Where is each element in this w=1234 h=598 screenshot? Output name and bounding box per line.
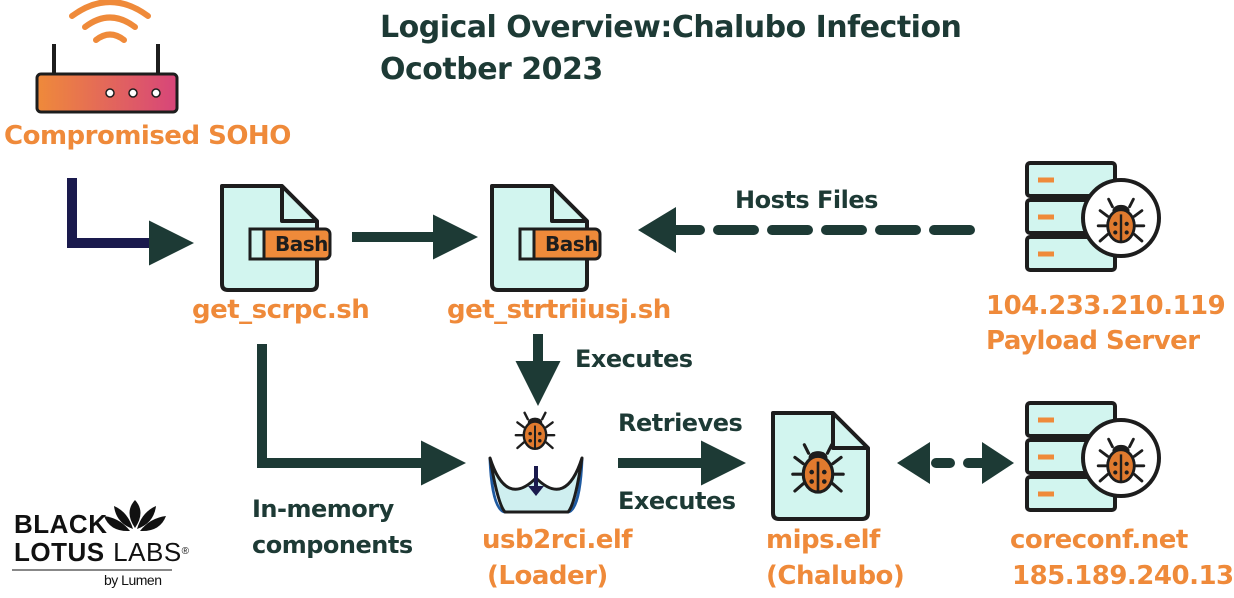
loader-bug-icon xyxy=(488,411,584,514)
edge-label-executes-1: Executes xyxy=(575,345,693,373)
router-icon xyxy=(35,0,179,114)
lotus-logo-icon xyxy=(104,500,166,532)
server-bug-icon xyxy=(1025,401,1161,512)
arrow-c2-bidirectional-left-head xyxy=(897,442,930,484)
edge-label-in-memory-2: components xyxy=(252,531,413,559)
logo-tagline: by Lumen xyxy=(104,572,162,588)
arrow-in-memory xyxy=(257,344,466,486)
edge-label-hosts-files: Hosts Files xyxy=(735,186,878,214)
logo-black: BLACK xyxy=(14,509,108,539)
edge-label-in-memory-1: In-memory xyxy=(252,495,394,523)
title-line-1: Logical Overview:Chalubo Infection xyxy=(380,10,962,45)
arrow-hosts-files-head xyxy=(638,207,676,253)
logo-labs: LABS xyxy=(113,537,182,567)
payload-server-label: Payload Server xyxy=(986,326,1200,356)
logo-lotus: LOTUS xyxy=(14,537,105,567)
bash-badge-label: Bash xyxy=(545,232,598,256)
bug-file-icon xyxy=(771,411,870,521)
edge-label-executes-2: Executes xyxy=(618,487,736,515)
server-bug-icon xyxy=(1025,161,1161,272)
payload-server-ip: 104.233.210.119 xyxy=(986,291,1226,321)
bash-file-icon xyxy=(490,184,602,292)
loader-sublabel: (Loader) xyxy=(487,561,608,591)
script2-label: get_strtriiusj.sh xyxy=(447,295,671,325)
diagram-canvas xyxy=(12,0,1161,571)
bash-file-icon xyxy=(220,184,332,292)
c2-domain: coreconf.net xyxy=(1010,525,1188,555)
arrow-router-to-script1 xyxy=(67,178,194,266)
logo-lotus-labs: LOTUS LABS® xyxy=(14,538,189,567)
title-line-2: Ocotber 2023 xyxy=(380,52,603,87)
logo-registered: ® xyxy=(181,546,189,557)
c2-ip: 185.189.240.13 xyxy=(1012,561,1234,591)
script1-label: get_scrpc.sh xyxy=(192,295,370,325)
router-label: Compromised SOHO xyxy=(4,121,291,151)
mips-label: mips.elf xyxy=(766,525,880,555)
edge-label-retrieves: Retrieves xyxy=(618,409,743,437)
bash-badge-label: Bash xyxy=(275,232,328,256)
mips-sublabel: (Chalubo) xyxy=(766,561,905,591)
arrow-c2-bidirectional-right-head xyxy=(982,442,1014,484)
loader-label: usb2rci.elf xyxy=(482,525,633,555)
